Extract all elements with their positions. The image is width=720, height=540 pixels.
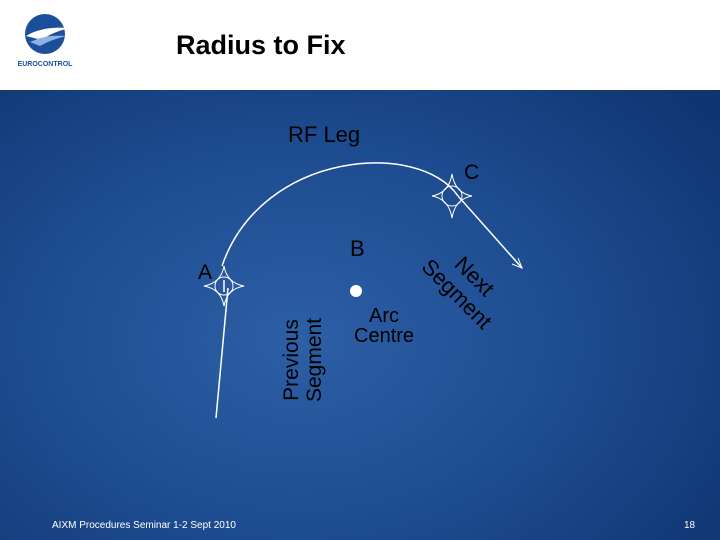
next-segment-label: Next Segment [417,226,538,333]
eurocontrol-logo: EUROCONTROL [18,14,74,68]
slide-title: Radius to Fix [176,30,346,60]
arc-centre-line-1: Arc [369,305,400,327]
page-number: 18 [684,520,696,531]
slide-background [0,90,720,540]
previous-segment-line-1: Previous [280,319,303,401]
rf-leg-label: RF Leg [288,122,361,147]
rf-arc [221,162,459,267]
fix-c-icon [431,173,473,219]
previous-segment-line-2: Segment [303,317,326,403]
svg-text:EUROCONTROL: EUROCONTROL [18,61,74,68]
next-segment-line [457,195,523,269]
fix-a-icon [203,265,245,307]
slide-header: EUROCONTROL Radius to Fix [0,0,720,90]
previous-segment-line [215,287,229,419]
point-b-label: B [350,236,365,261]
arc-centre-point [350,285,362,297]
footer-seminar-text: AIXM Procedures Seminar 1-2 Sept 2010 [52,520,236,531]
arc-centre-line-2: Centre [354,325,415,347]
point-c-label: C [464,161,480,184]
point-a-label: A [198,261,213,284]
next-segment-arrow-icon [511,257,523,269]
arc-centre-label: Arc Centre [354,306,414,346]
previous-segment-label: Previous Segment [222,302,326,418]
